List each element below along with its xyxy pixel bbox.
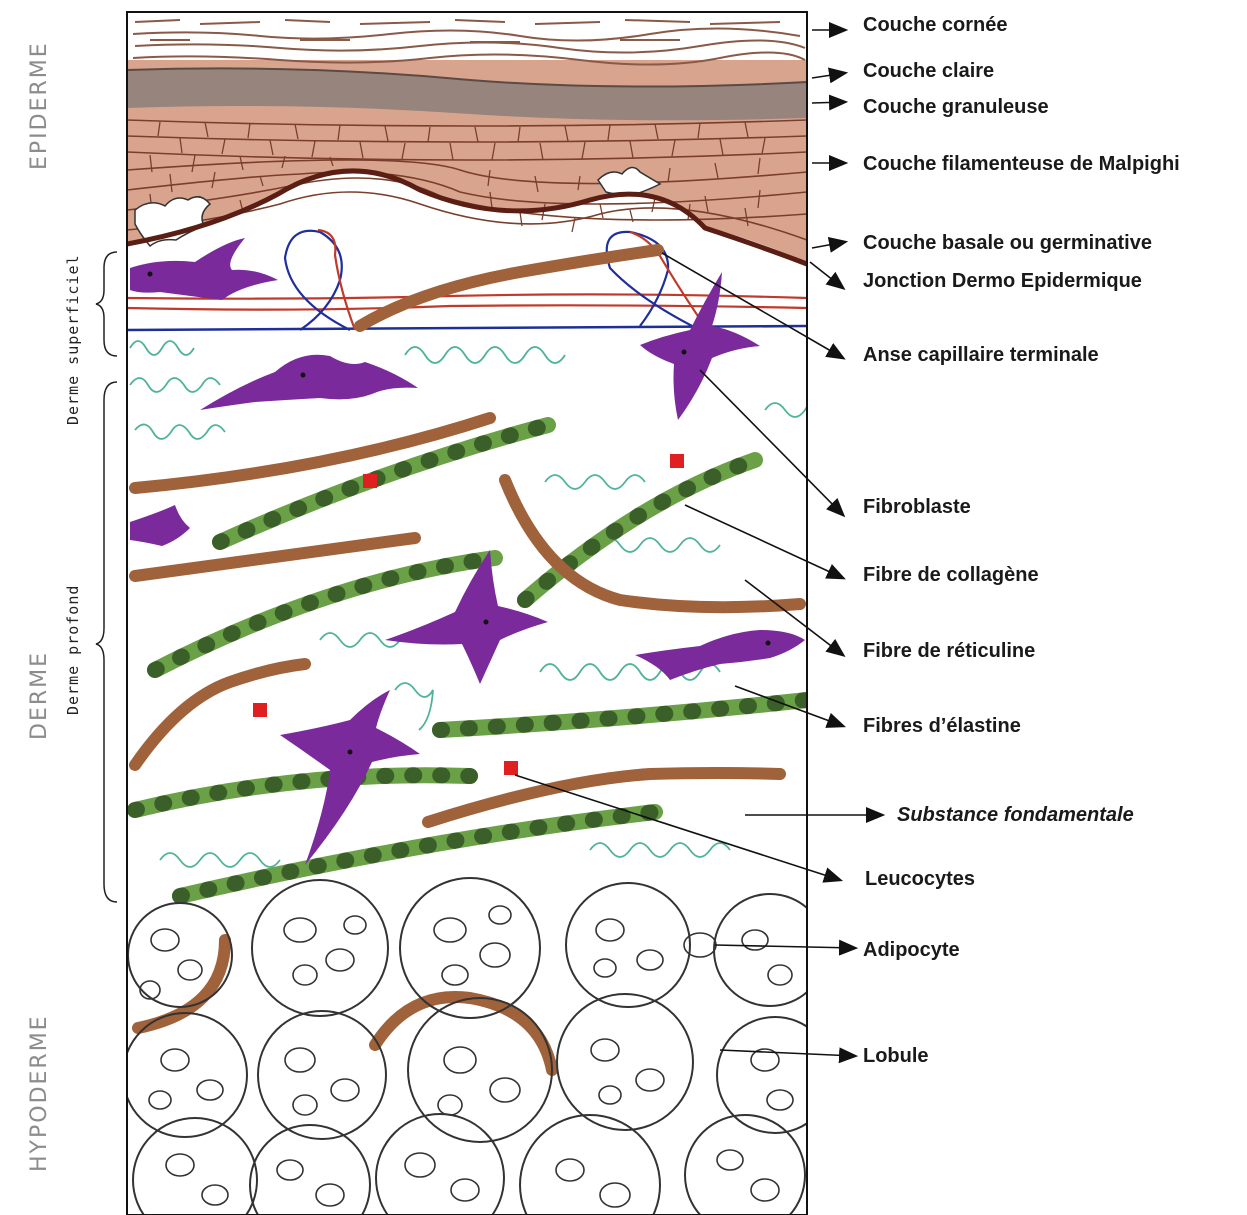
label-lobule: Lobule <box>863 1045 929 1067</box>
derme-side-label: DERME <box>27 651 52 740</box>
label-fibre-reticuline: Fibre de réticuline <box>863 640 1035 662</box>
label-substance-fondamentale: Substance fondamentale <box>897 804 1134 826</box>
label-jonction-dermo-epidermique: Jonction Dermo Epidermique <box>863 270 1142 292</box>
epiderme-side-label: EPIDERME <box>27 41 52 170</box>
skin-section-panel <box>123 12 833 1215</box>
label-anse-capillaire: Anse capillaire terminale <box>863 344 1099 366</box>
label-couche-filamenteuse: Couche filamenteuse de Malpighi <box>863 153 1180 175</box>
label-leucocytes: Leucocytes <box>865 868 975 890</box>
label-fibre-collagene: Fibre de collagène <box>863 564 1039 586</box>
label-couche-cornee: Couche cornée <box>863 14 1007 36</box>
derme-profond-brace <box>96 382 117 902</box>
label-couche-granuleuse: Couche granuleuse <box>863 96 1049 118</box>
label-fibroblaste: Fibroblaste <box>863 496 971 518</box>
label-couche-claire: Couche claire <box>863 60 994 82</box>
hypoderme-side-label: HYPODERME <box>27 1014 52 1172</box>
derme-superficiel-label: Derme superficiel <box>64 254 82 425</box>
label-adipocyte: Adipocyte <box>863 939 960 961</box>
label-couche-basale: Couche basale ou germinative <box>863 232 1152 254</box>
label-fibres-elastine: Fibres d’élastine <box>863 715 1021 737</box>
derme-profond-label: Derme profond <box>64 585 82 715</box>
derme-superficiel-brace <box>96 252 117 356</box>
